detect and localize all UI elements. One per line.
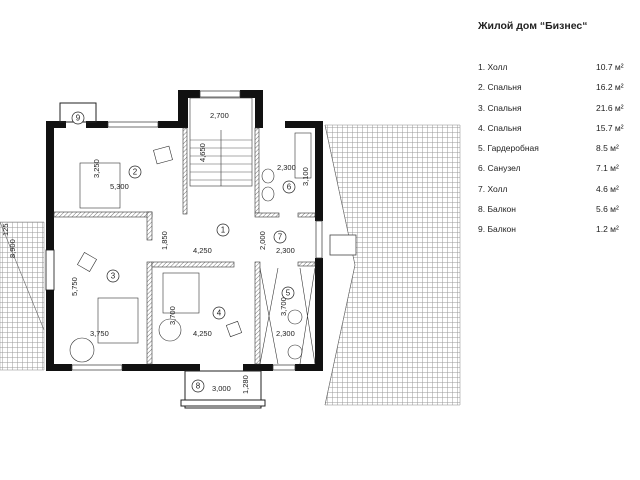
svg-text:3,100: 3,100 bbox=[301, 167, 310, 186]
room-number-markers: 1 2 3 4 5 6 7 8 9 bbox=[71, 111, 296, 393]
floor-plan: 1 2 3 4 5 6 7 8 9 2,700 4,650 3,250 5,30… bbox=[0, 90, 461, 409]
svg-text:8,900: 8,900 bbox=[8, 239, 17, 258]
svg-text:3: 3 bbox=[111, 272, 116, 281]
svg-text:9: 9 bbox=[76, 114, 81, 123]
svg-text:1,280: 1,280 bbox=[241, 375, 250, 394]
svg-text:4: 4 bbox=[217, 309, 222, 318]
svg-text:3,000: 3,000 bbox=[212, 384, 231, 393]
room-marker-2: 2 bbox=[128, 165, 142, 179]
room-marker-9: 9 bbox=[71, 111, 85, 125]
room-marker-1: 1 bbox=[216, 223, 230, 237]
svg-text:5,300: 5,300 bbox=[110, 182, 129, 191]
furniture bbox=[69, 132, 316, 365]
room-marker-5: 5 bbox=[281, 286, 295, 300]
balcony-8 bbox=[184, 370, 262, 409]
svg-text:2,300: 2,300 bbox=[276, 329, 295, 338]
dimensions: 2,700 4,650 3,250 5,300 2,300 3,100 1,85… bbox=[1, 111, 310, 394]
svg-text:7: 7 bbox=[278, 233, 283, 242]
svg-text:3,700: 3,700 bbox=[279, 297, 288, 316]
svg-text:5,750: 5,750 bbox=[70, 277, 79, 296]
svg-text:8: 8 bbox=[196, 382, 201, 391]
svg-text:4,650: 4,650 bbox=[198, 143, 207, 162]
svg-text:2,700: 2,700 bbox=[210, 111, 229, 120]
svg-text:3,250: 3,250 bbox=[92, 159, 101, 178]
legend-title: Жилой дом “Бизнес“ bbox=[478, 20, 588, 32]
room-marker-3: 3 bbox=[106, 269, 120, 283]
svg-text:4,250: 4,250 bbox=[193, 246, 212, 255]
svg-text:1,850: 1,850 bbox=[160, 231, 169, 250]
svg-text:2,300: 2,300 bbox=[277, 163, 296, 172]
room-marker-7: 7 bbox=[273, 230, 287, 244]
svg-text:3,700: 3,700 bbox=[168, 306, 177, 325]
svg-text:4,250: 4,250 bbox=[193, 329, 212, 338]
svg-text:2: 2 bbox=[133, 168, 138, 177]
roof-left bbox=[0, 221, 45, 371]
staircase bbox=[189, 97, 253, 187]
roof-right bbox=[324, 124, 461, 406]
outer-walls bbox=[45, 90, 323, 371]
room-marker-8: 8 bbox=[191, 379, 205, 393]
svg-text:2,000: 2,000 bbox=[258, 231, 267, 250]
svg-text:125: 125 bbox=[1, 223, 10, 236]
room-marker-6: 6 bbox=[282, 180, 296, 194]
svg-text:6: 6 bbox=[287, 183, 292, 192]
svg-text:5: 5 bbox=[286, 289, 291, 298]
room-marker-4: 4 bbox=[212, 306, 226, 320]
svg-text:3,750: 3,750 bbox=[90, 329, 109, 338]
svg-text:2,300: 2,300 bbox=[276, 246, 295, 255]
svg-text:1: 1 bbox=[221, 226, 226, 235]
